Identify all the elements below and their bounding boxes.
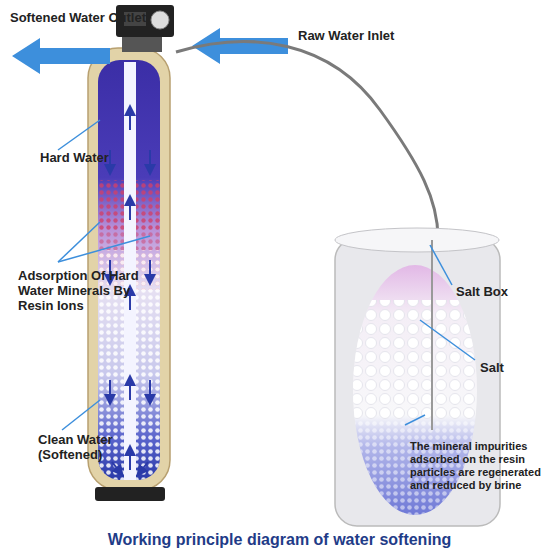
callout-label: Salt: [480, 360, 550, 375]
tank-base: [95, 487, 165, 501]
brine-hose: [176, 42, 438, 238]
callout-label: The mineral impurities adsorbed on the r…: [410, 440, 558, 492]
callout-label: Clean Water (Softened): [38, 432, 138, 462]
salt-box-lid: [335, 228, 499, 252]
valve-dial: [151, 11, 169, 29]
brine-tube: [431, 240, 433, 430]
outlet-arrow: [12, 38, 110, 74]
callout-label: Hard Water: [40, 150, 160, 165]
callout-label: Raw Water Inlet: [298, 28, 498, 43]
callout-label: Salt Box: [456, 284, 556, 299]
callout-label: Adsorption Of Hard Water Minerals By Res…: [18, 268, 158, 313]
callout-label: Softened Water Outlet: [10, 10, 210, 25]
diagram-caption: Working principle diagram of water softe…: [0, 532, 559, 547]
valve-neck: [122, 36, 162, 52]
